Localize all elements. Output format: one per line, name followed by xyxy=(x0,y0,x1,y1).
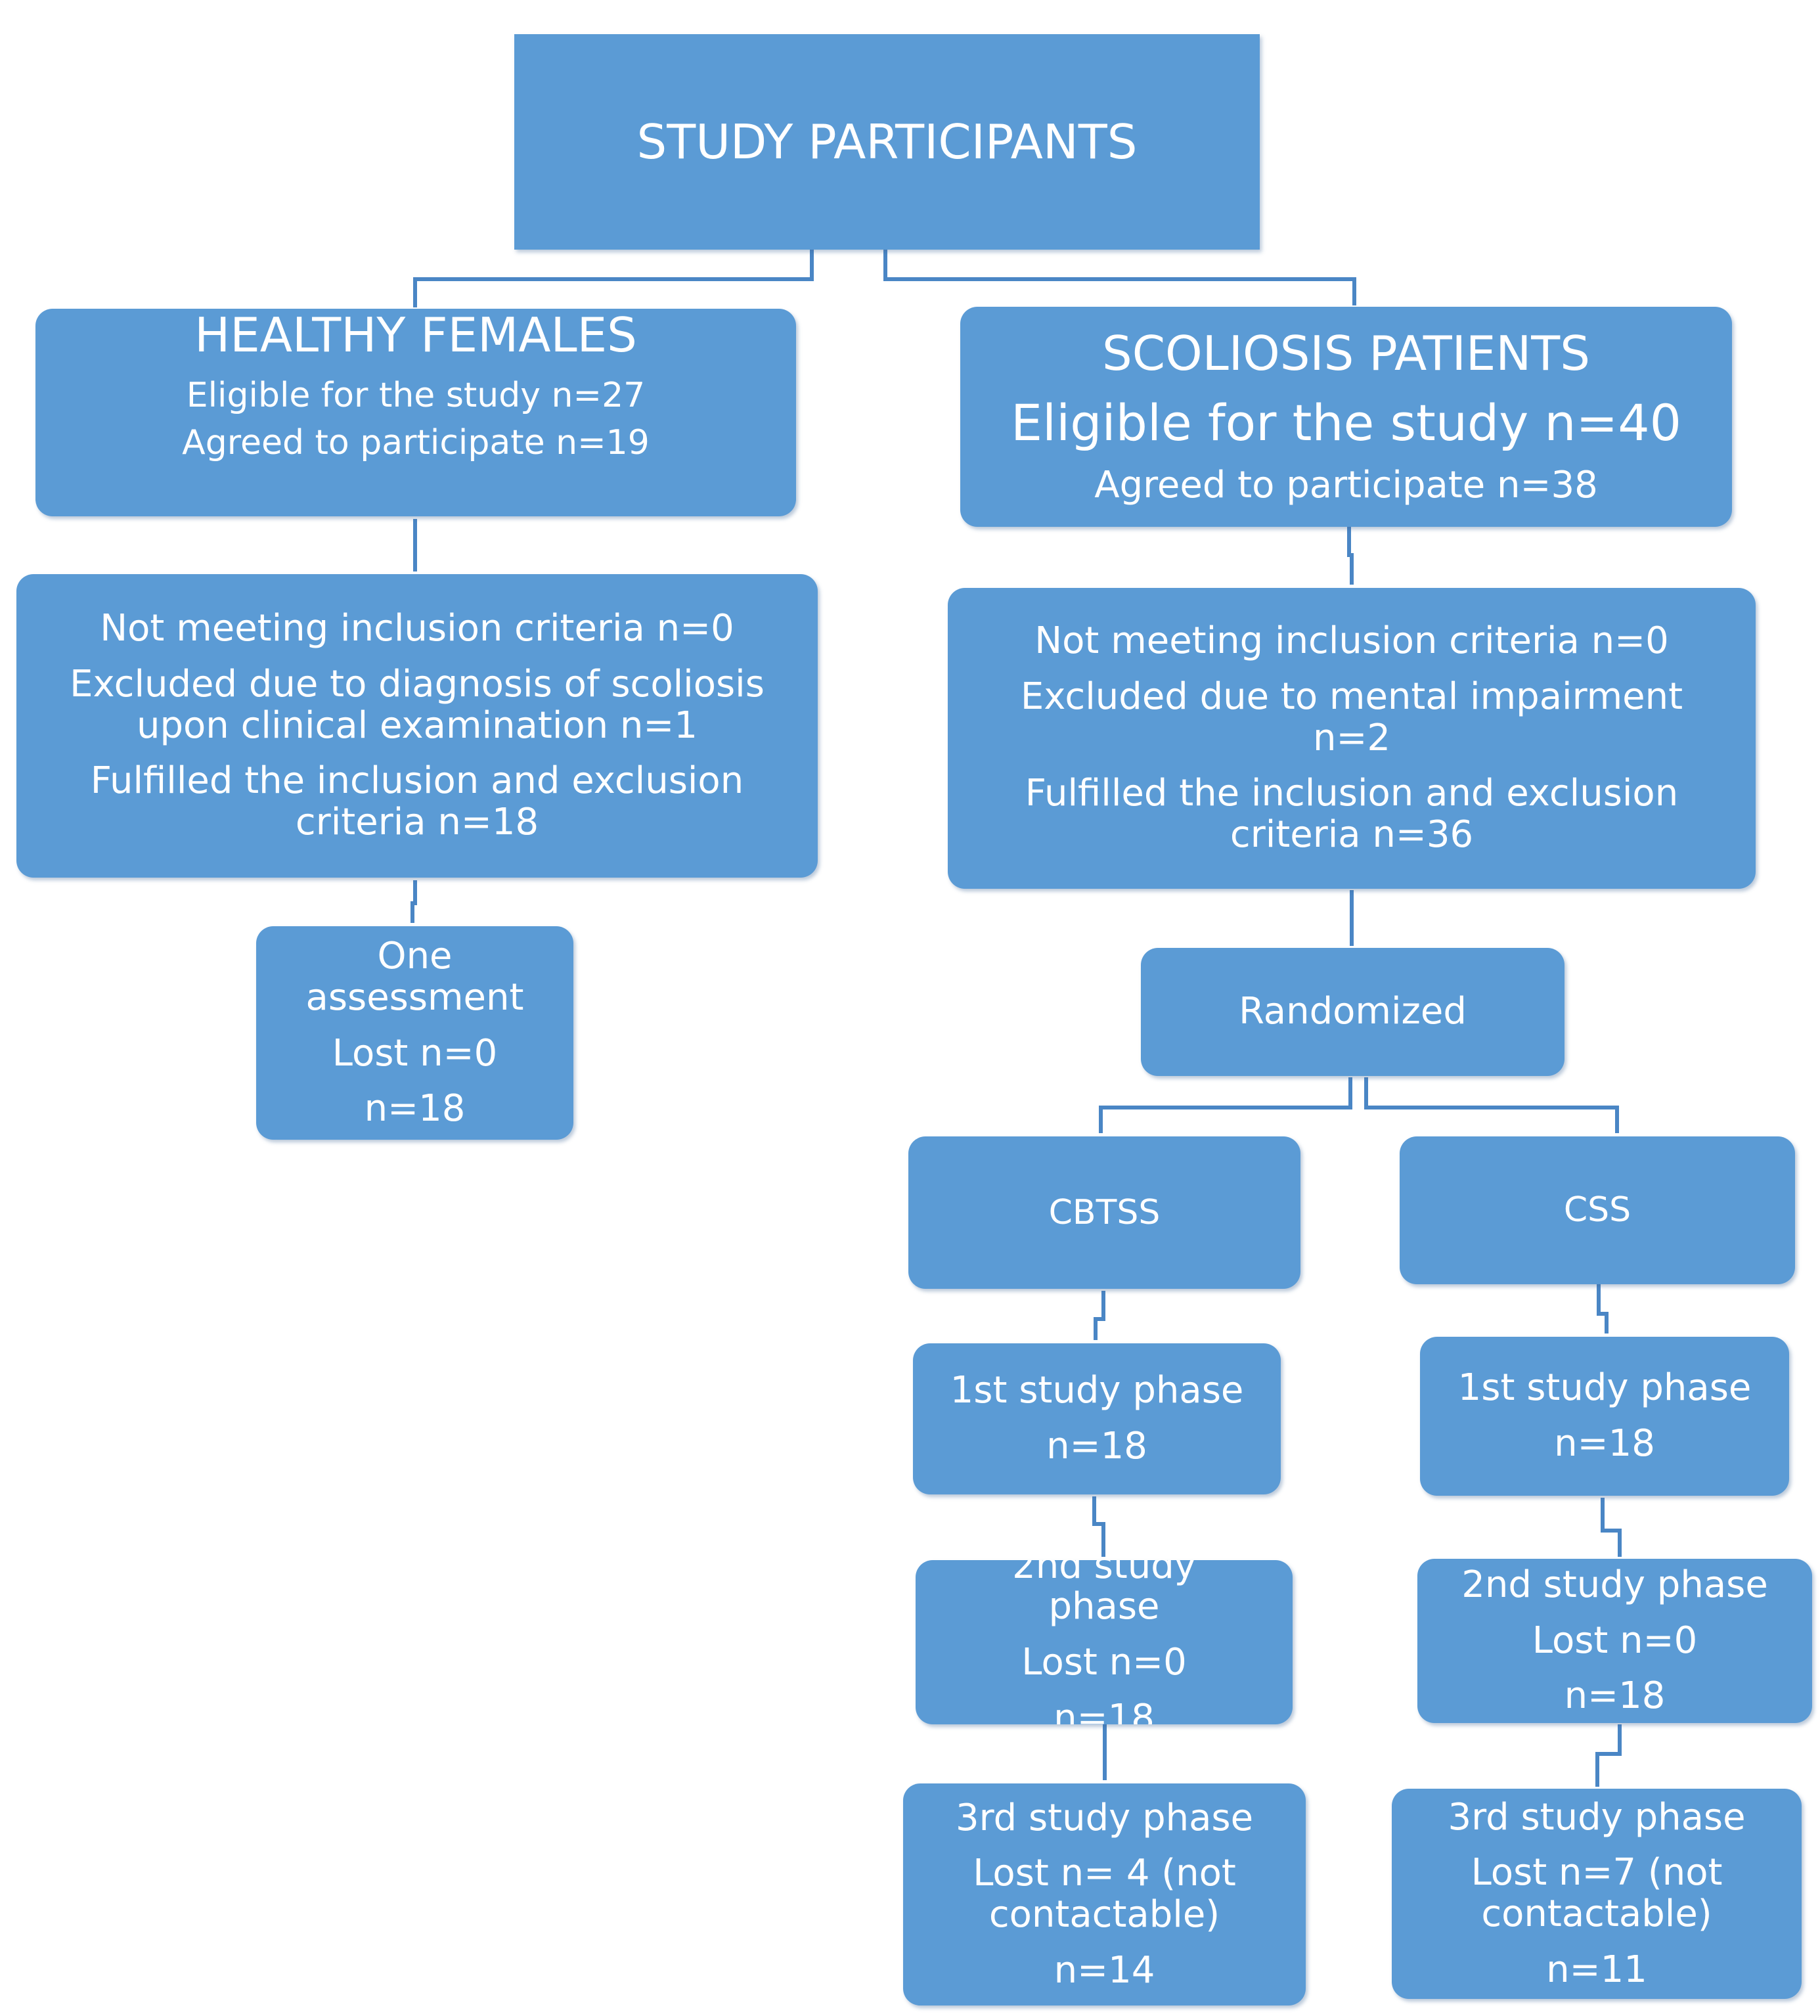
cbtss-phase3-lost: Lost n= 4 (not contactable) xyxy=(973,1852,1236,1936)
connector-root-healthy xyxy=(413,250,814,307)
css-box: CSS xyxy=(1400,1136,1795,1284)
cbtss-phase1-label: 1st study phase xyxy=(950,1369,1244,1412)
connector-css-phase2-phase3 xyxy=(1595,1724,1622,1787)
css-phase1-box: 1st study phase n=18 xyxy=(1420,1337,1789,1496)
connector-randomized-css xyxy=(1364,1077,1619,1133)
cbtss-phase2-lost: Lost n=0 xyxy=(1021,1641,1187,1684)
cbtss-label: CBTSS xyxy=(1048,1192,1161,1232)
scoliosis-excluded: Excluded due to mental impairment n=2 xyxy=(1020,675,1683,759)
connector-scoliosis-criteria xyxy=(1347,526,1354,585)
cbtss-phase2-label: 2nd study phase xyxy=(1012,1560,1196,1628)
css-phase3-box: 3rd study phase Lost n=7 (not contactabl… xyxy=(1392,1789,1802,1999)
css-phase2-label: 2nd study phase xyxy=(1461,1563,1768,1606)
scoliosis-fulfilled: Fulfilled the inclusion and exclusion cr… xyxy=(1025,772,1679,857)
cbtss-phase1-box: 1st study phase n=18 xyxy=(913,1343,1281,1494)
cbtss-box: CBTSS xyxy=(908,1136,1300,1289)
connector-css-phase1-phase2 xyxy=(1601,1498,1622,1557)
connector-root-scoliosis xyxy=(883,250,1356,305)
healthy-fulfilled: Fulfilled the inclusion and exclusion cr… xyxy=(90,759,744,844)
connector-cbtss-phase1-phase2 xyxy=(1092,1496,1105,1557)
connector-cbtss-phase1 xyxy=(1094,1291,1105,1340)
connector-randomized-cbtss xyxy=(1099,1077,1352,1133)
healthy-eligible: Eligible for the study n=27 xyxy=(186,375,646,415)
css-phase1-n: n=18 xyxy=(1554,1422,1655,1465)
scoliosis-agreed: Agreed to participate n=38 xyxy=(1094,464,1598,506)
scoliosis-patients-title: SCOLIOSIS PATIENTS xyxy=(1102,326,1590,382)
healthy-excluded: Excluded due to diagnosis of scoliosis u… xyxy=(70,662,765,747)
scoliosis-patients-box: SCOLIOSIS PATIENTS Eligible for the stud… xyxy=(960,307,1732,527)
one-assessment-box: One assessment Lost n=0 n=18 xyxy=(256,926,573,1140)
healthy-not-meeting: Not meeting inclusion criteria n=0 xyxy=(100,607,734,650)
cbtss-phase3-n: n=14 xyxy=(1054,1948,1155,1992)
css-phase3-n: n=11 xyxy=(1546,1948,1647,1991)
study-participants-title: STUDY PARTICIPANTS xyxy=(636,114,1138,169)
connector-css-phase1 xyxy=(1597,1284,1609,1333)
css-phase3-label: 3rd study phase xyxy=(1448,1795,1746,1839)
cbtss-phase2-n: n=18 xyxy=(1054,1696,1155,1724)
cbtss-phase3-box: 3rd study phase Lost n= 4 (not contactab… xyxy=(903,1783,1306,2005)
css-label: CSS xyxy=(1563,1190,1631,1230)
cbtss-phase2-box: 2nd study phase Lost n=0 n=18 xyxy=(916,1560,1293,1724)
connector-criteria-assessment xyxy=(411,880,417,923)
css-phase2-lost: Lost n=0 xyxy=(1532,1619,1698,1662)
randomized-box: Randomized xyxy=(1141,948,1565,1076)
css-phase3-lost: Lost n=7 (not contactable) xyxy=(1471,1851,1723,1935)
one-assessment-label: One assessment xyxy=(305,935,524,1019)
one-assessment-n: n=18 xyxy=(364,1087,466,1131)
scoliosis-not-meeting: Not meeting inclusion criteria n=0 xyxy=(1034,619,1669,663)
one-assessment-lost: Lost n=0 xyxy=(332,1031,498,1075)
css-phase2-n: n=18 xyxy=(1564,1674,1666,1718)
study-participants-box: STUDY PARTICIPANTS xyxy=(514,34,1260,250)
healthy-criteria-box: Not meeting inclusion criteria n=0 Exclu… xyxy=(16,574,818,878)
healthy-agreed: Agreed to participate n=19 xyxy=(182,422,650,462)
healthy-females-box: HEALTHY FEMALES Eligible for the study n… xyxy=(35,309,796,516)
scoliosis-criteria-box: Not meeting inclusion criteria n=0 Exclu… xyxy=(948,588,1756,889)
cbtss-phase3-label: 3rd study phase xyxy=(955,1796,1254,1839)
scoliosis-eligible: Eligible for the study n=40 xyxy=(1011,393,1681,452)
css-phase1-label: 1st study phase xyxy=(1457,1366,1752,1410)
healthy-females-title: HEALTHY FEMALES xyxy=(194,307,637,363)
cbtss-phase1-n: n=18 xyxy=(1046,1425,1147,1467)
css-phase2-box: 2nd study phase Lost n=0 n=18 xyxy=(1417,1559,1812,1723)
randomized-label: Randomized xyxy=(1239,990,1467,1033)
